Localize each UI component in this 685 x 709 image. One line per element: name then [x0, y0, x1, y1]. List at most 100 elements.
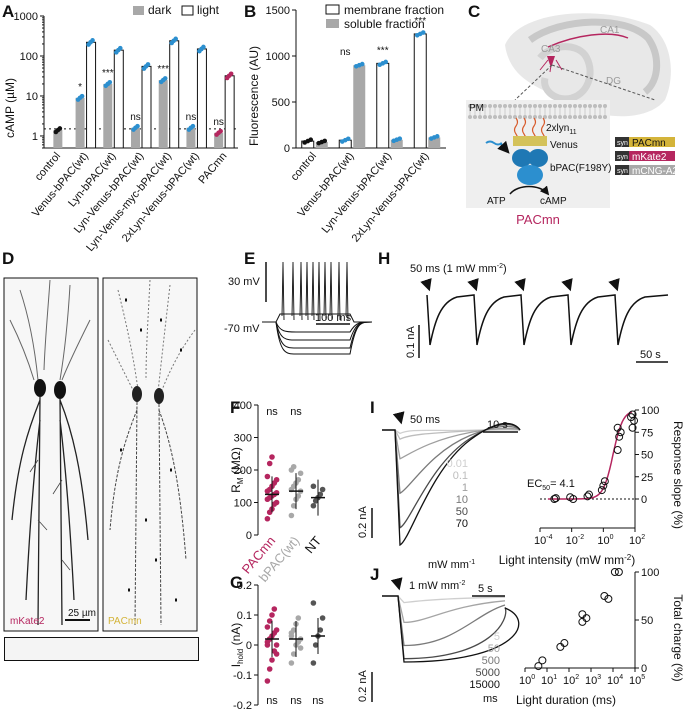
venus-shape — [513, 136, 547, 146]
venus-label: Venus — [550, 140, 578, 151]
lipid-head — [508, 104, 512, 108]
intensity-label: 0.01 — [447, 458, 468, 470]
data-point — [556, 642, 565, 651]
pm-label: PM — [469, 103, 484, 114]
scalebar-10s-label: 10 s — [487, 419, 508, 431]
panel-i-xtick-label: 10-2 — [566, 534, 585, 547]
dot-light — [145, 62, 151, 67]
legend-dark-label: dark — [148, 3, 172, 17]
atp-label: ATP — [487, 196, 506, 207]
stimulus-arrow — [514, 277, 526, 292]
panel-label-c: C — [468, 2, 480, 21]
lipid-head — [518, 104, 522, 108]
data-point — [269, 454, 275, 460]
data-point — [266, 460, 273, 467]
action-potential — [323, 261, 327, 321]
lipid-head — [488, 115, 492, 119]
significance-g: ns — [290, 695, 302, 707]
lipid-head — [583, 104, 587, 108]
significance-mark: *** — [377, 45, 389, 56]
ca1-label: CA1 — [600, 25, 620, 36]
scalebar-50s-label: 50 s — [640, 349, 661, 361]
panelF-ytick-label: 100 — [234, 498, 252, 510]
lipid-head — [573, 104, 577, 108]
data-point — [310, 660, 317, 666]
panel-label-j: J — [370, 565, 379, 584]
data-point — [310, 483, 317, 490]
group-label: NT — [302, 533, 325, 556]
scalebar-0.2na-i-label: 0.2 nA — [357, 506, 369, 538]
panel-i-ytick-label: 0 — [641, 494, 647, 506]
data-point — [534, 662, 543, 671]
panel-i-ytick-label: 50 — [641, 450, 653, 462]
lipid-head — [563, 115, 567, 119]
panelG-ytick-label: 0 — [246, 640, 252, 652]
significance-mark: ns — [130, 112, 141, 123]
lipid-head — [523, 104, 527, 108]
lipid-head — [498, 104, 502, 108]
membrane-bilayer — [468, 104, 607, 119]
data-point — [273, 627, 280, 633]
intensity-label: 70 — [456, 518, 468, 530]
panel-j-xtick-label: 104 — [607, 674, 623, 687]
data-point — [273, 651, 280, 657]
lipid-head — [488, 104, 492, 108]
action-potential — [329, 261, 333, 321]
panel-b-category-label: control — [289, 150, 319, 183]
lipid-head — [568, 115, 572, 119]
data-point — [551, 494, 560, 503]
hippocampus-schematic — [505, 13, 671, 117]
lipid-head — [483, 115, 487, 119]
panelF-ytick-label: 0 — [246, 530, 252, 542]
current-trace — [382, 423, 521, 529]
panel-label-g: G — [230, 573, 243, 592]
significance-f-2: ns — [290, 406, 302, 418]
duration-label: 5000 — [476, 667, 500, 679]
bar-membrane — [376, 62, 390, 149]
data-point — [269, 657, 275, 663]
dg-label: DG — [606, 76, 621, 87]
dot-light — [201, 44, 206, 50]
current-trace — [382, 595, 520, 663]
panel-i-unit: mW mm-1 — [428, 559, 475, 571]
lipid-head — [593, 104, 597, 108]
panel-j-traces — [382, 577, 520, 663]
dendrite-mkate2-image — [4, 637, 199, 661]
panelF-ytick-label: 400 — [234, 400, 252, 412]
data-point — [597, 486, 606, 495]
panel-i-ytick-label: 100 — [641, 405, 659, 417]
data-point — [273, 476, 280, 483]
bar-soluble — [428, 137, 441, 148]
dot-dark — [107, 79, 113, 85]
panel-f-ylabel: RM (MΩ) — [229, 447, 245, 493]
bpac-subunit-3 — [517, 165, 543, 185]
lipid-head — [468, 115, 472, 119]
lipid-head — [493, 115, 497, 119]
lipid-head — [593, 115, 597, 119]
panel-j-xtick-label: 103 — [585, 674, 601, 687]
dot-soluble — [397, 136, 403, 141]
bar-light — [169, 40, 180, 149]
data-point — [295, 476, 302, 483]
significance-mark: ns — [213, 117, 224, 128]
significance-mark: *** — [102, 68, 114, 79]
duration-label: 5 — [494, 631, 500, 643]
legend-membrane-label: membrane fraction — [344, 3, 444, 17]
lipid-head — [473, 104, 477, 108]
panel-label-i: I — [370, 398, 375, 417]
significance-mark: * — [78, 82, 82, 93]
bar-light — [196, 48, 207, 149]
data-point — [560, 639, 569, 648]
duration-label: 15000 — [469, 679, 500, 691]
dot-dark — [135, 123, 140, 129]
action-potential — [317, 261, 321, 321]
lipid-head — [478, 115, 482, 119]
ca3-label: CA3 — [541, 44, 561, 55]
panel-j-ytick-label: 0 — [641, 663, 647, 675]
panel-a-chart: 1101001000control*Venus-bPAC(wt)***Lyn-b… — [14, 11, 238, 254]
intensity-label: 10 — [456, 494, 468, 506]
panel-j-xtick-label: 101 — [541, 674, 557, 687]
